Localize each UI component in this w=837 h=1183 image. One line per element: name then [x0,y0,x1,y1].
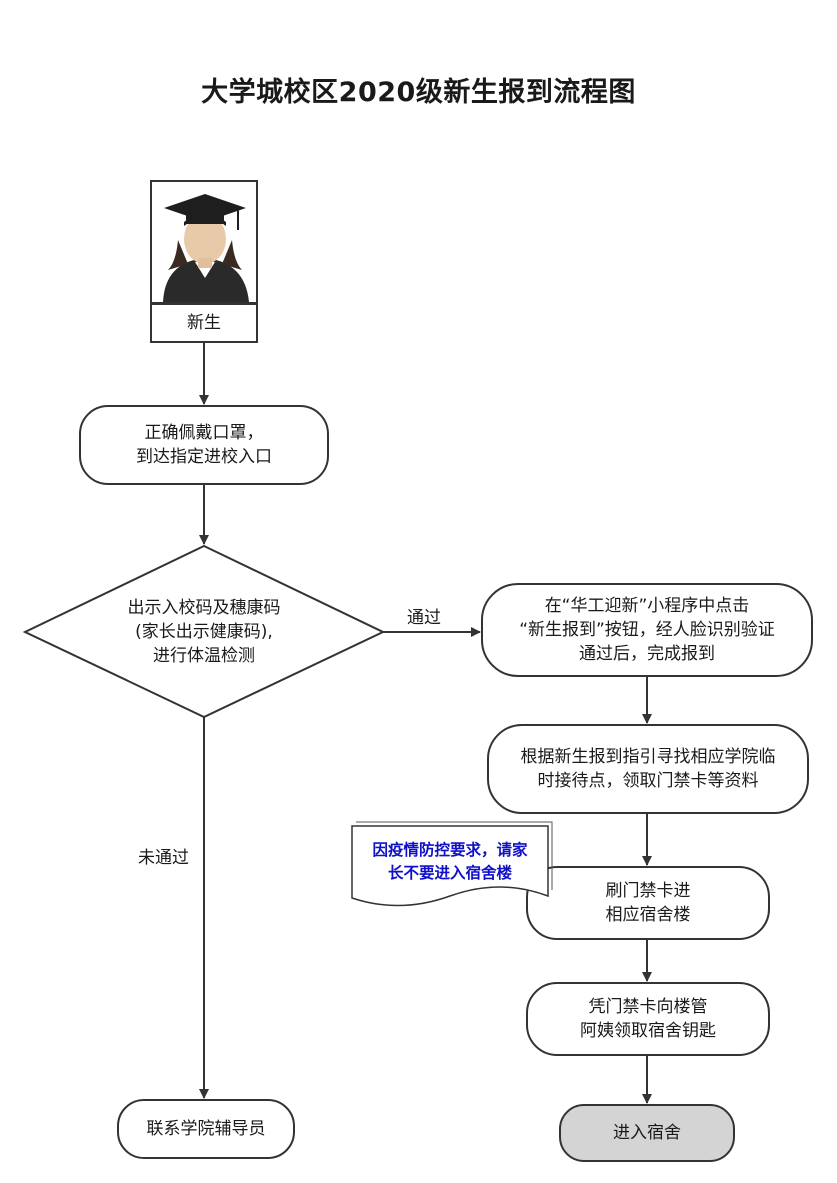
note-shape-shadow [356,821,553,890]
counselor-end-shape [117,1099,295,1159]
access-step-line: 相应宿舍楼 [605,905,691,925]
parent-notice: 因疫情防控要求，请家 长不要进入宿舍楼 [352,839,548,885]
register-step-line: “新生报到”按钮，经人脸识别验证 [519,620,775,640]
key-step: 凭门禁卡向楼管 阿姨领取宿舍钥匙 [527,983,769,1055]
student-label: 新生 [187,313,221,333]
edge-label-pass: 通过 [407,608,441,628]
access-step-line: 刷门禁卡进 [605,881,691,901]
student-avatar [150,180,258,304]
reception-step: 根据新生报到指引寻找相应学院临 时接待点，领取门禁卡等资料 [488,725,808,813]
mask-step-line: 到达指定进校入口 [136,447,272,467]
check-step-line: 出示入校码及穗康码 [127,598,281,618]
reception-step-line: 根据新生报到指引寻找相应学院临 [520,747,776,767]
check-step-line: (家长出示健康码), [135,622,273,642]
check-step: 出示入校码及穗康码 (家长出示健康码), 进行体温检测 [80,590,328,674]
register-step-line: 在“华工迎新”小程序中点击 [544,596,750,616]
parent-notice-line: 长不要进入宿舍楼 [387,864,512,882]
key-step-line: 阿姨领取宿舍钥匙 [580,1021,716,1041]
dorm-end: 进入宿舍 [613,1123,681,1143]
parent-notice-line: 因疫情防控要求，请家 [372,841,528,859]
counselor-end: 联系学院辅导员 [146,1119,266,1139]
access-step: 刷门禁卡进 相应宿舍楼 [527,867,769,939]
edge-label-fail: 未通过 [138,848,189,868]
dorm-end-shape [559,1104,735,1162]
register-step-line: 通过后，完成报到 [579,644,715,664]
note-shape [351,825,549,907]
page-title: 大学城校区2020级新生报到流程图 [201,77,636,108]
check-step-line: 进行体温检测 [153,646,255,666]
mask-step: 正确佩戴口罩， 到达指定进校入口 [80,406,328,484]
reception-step-line: 时接待点，领取门禁卡等资料 [537,771,759,791]
register-step: 在“华工迎新”小程序中点击 “新生报到”按钮，经人脸识别验证 通过后，完成报到 [482,584,812,676]
mask-step-line: 正确佩戴口罩， [144,423,264,443]
key-step-line: 凭门禁卡向楼管 [588,997,708,1017]
